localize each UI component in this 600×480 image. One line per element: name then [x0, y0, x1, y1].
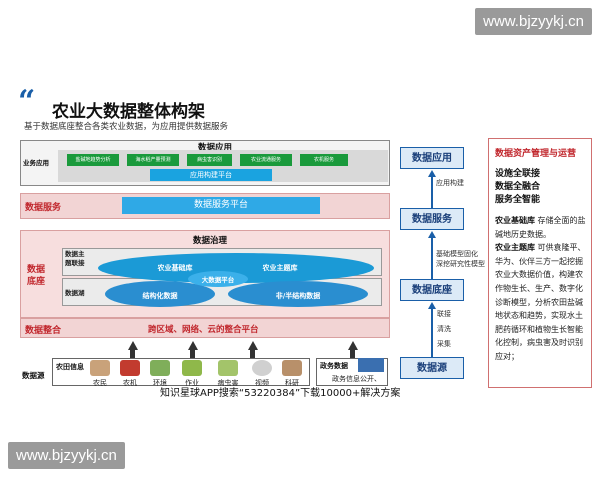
source-environment: 环境 — [148, 360, 172, 388]
tractor-icon — [120, 360, 140, 376]
stack-arrow-shaft-3 — [431, 309, 433, 357]
bullet-fusion: 数据全融合 — [495, 182, 541, 192]
ellipse-unstructured — [228, 281, 368, 307]
chip-saline-trend: 盐碱地趋势分析 — [67, 154, 119, 166]
farmer-icon — [90, 360, 110, 376]
agri-topic-db-label: 农业主题库 — [262, 264, 298, 272]
asset-panel-body: 农业基础库 存储全面的盐碱地历史数据。 农业主题库 可供袁隆平、华为、伙伴三方一… — [495, 214, 590, 364]
page-title: 农业大数据整体构架 — [52, 102, 205, 122]
topic-link-label: 数据主题联接 — [65, 250, 85, 267]
stack-arrow-shaft-2 — [431, 238, 433, 279]
data-lake-label: 数据湖 — [65, 289, 85, 297]
source-machinery: 农机 — [118, 360, 142, 388]
stack-service-box: 数据服务 — [400, 208, 464, 230]
research-icon — [282, 360, 302, 376]
asset-management-panel — [488, 138, 592, 388]
note-model-2: 深挖研究性模型 — [436, 260, 485, 268]
chip-machinery: 农机服务 — [300, 154, 348, 166]
app-section-header: 数据应用 — [197, 143, 232, 153]
stack-arrow-shaft-1 — [431, 177, 433, 208]
governance-header: 数据治理 — [192, 236, 227, 246]
chip-circulation: 农业流通服务 — [240, 154, 292, 166]
up-arrow-icon-1 — [127, 341, 138, 350]
source-pest: 病虫害 — [213, 360, 243, 388]
gov-source-box — [316, 358, 388, 386]
agri-base-db-desc: 存储全面的盐碱地历史数据。 — [495, 216, 586, 239]
field-work-icon — [182, 360, 202, 376]
asset-panel-title: 数据资产管理与运营 — [495, 149, 577, 159]
agri-topic-db-desc: 可供袁隆平、华为、伙伴三方一起挖掘农业大数据价值，构建农作物生长、生产、数字化诊… — [495, 243, 586, 361]
note-clean: 清洗 — [437, 325, 451, 333]
big-data-platform-label: 大数据平台 — [201, 276, 235, 284]
data-service-platform: 数据服务平台 — [122, 197, 320, 214]
chip-rice-forecast: 海水稻产量预测 — [127, 154, 179, 166]
stack-base-box: 数据底座 — [400, 279, 464, 301]
stack-arrow-icon-1 — [428, 170, 436, 177]
promo-caption: 知识星球APP搜索“53220384”下载10000+解决方案 — [160, 388, 401, 399]
pest-icon — [218, 360, 238, 376]
gov-data-label: 政务数据 — [320, 362, 348, 370]
ellipse-structured — [105, 281, 215, 307]
chip-pest-id: 病虫害识别 — [187, 154, 232, 166]
farm-info-label: 农田信息 — [56, 363, 84, 371]
gov-document-icon — [358, 358, 384, 372]
bullet-connect: 设施全联接 — [495, 169, 541, 179]
agri-base-db-term: 农业基础库 — [495, 216, 535, 225]
up-arrow-shaft-4 — [350, 350, 355, 358]
stack-source-box: 数据源 — [400, 357, 464, 379]
gov-info-text: 政务信息公开、 — [332, 375, 381, 383]
up-arrow-shaft-3 — [250, 350, 255, 358]
watermark-top: www.bjzyykj.cn — [475, 8, 592, 35]
up-arrow-shaft-2 — [190, 350, 195, 358]
stack-arrow-icon-3 — [428, 302, 436, 309]
integration-section-label: 数据整合 — [25, 326, 62, 336]
source-video: 视频 — [250, 360, 274, 388]
page-subtitle: 基于数据底座整合各类农业数据，为应用提供数据服务 — [24, 122, 229, 132]
up-arrow-shaft-1 — [130, 350, 135, 358]
stack-arrow-icon-2 — [428, 231, 436, 238]
source-research: 科研 — [280, 360, 304, 388]
up-arrow-icon-2 — [187, 341, 198, 350]
source-farmer: 农民 — [88, 360, 112, 388]
integration-platform-text: 跨区域、网络、云的整合平台 — [148, 325, 259, 335]
integration-row — [20, 318, 390, 338]
note-connect: 联接 — [437, 310, 451, 318]
app-build-platform: 应用构建平台 — [150, 169, 272, 181]
watermark-bottom: www.bjzyykj.cn — [8, 442, 125, 469]
business-app-label: 业务应用 — [23, 159, 49, 167]
bullet-intelligence: 服务全智能 — [495, 195, 541, 205]
note-model-1: 基础模型固化 — [436, 250, 478, 258]
agri-topic-db-term: 农业主题库 — [495, 243, 535, 253]
structured-data-label: 结构化数据 — [142, 292, 178, 300]
sensor-icon — [150, 360, 170, 376]
up-arrow-icon-3 — [247, 341, 258, 350]
agri-base-db-label: 农业基础库 — [157, 264, 193, 272]
note-app-build: 应用构建 — [436, 179, 464, 187]
up-arrow-icon-4 — [347, 341, 358, 350]
camera-icon — [252, 360, 272, 376]
ellipse-big-data — [188, 271, 248, 287]
stack-app-box: 数据应用 — [400, 147, 464, 169]
unstructured-data-label: 非/半结构数据 — [275, 292, 321, 300]
base-section-label: 数据底座 — [27, 265, 46, 287]
note-collect: 采集 — [437, 340, 451, 348]
source-operation: 作业 — [180, 360, 204, 388]
source-section-label: 数据源 — [22, 371, 45, 380]
service-section-label: 数据服务 — [25, 203, 62, 213]
quote-mark-icon: “ — [18, 84, 36, 119]
